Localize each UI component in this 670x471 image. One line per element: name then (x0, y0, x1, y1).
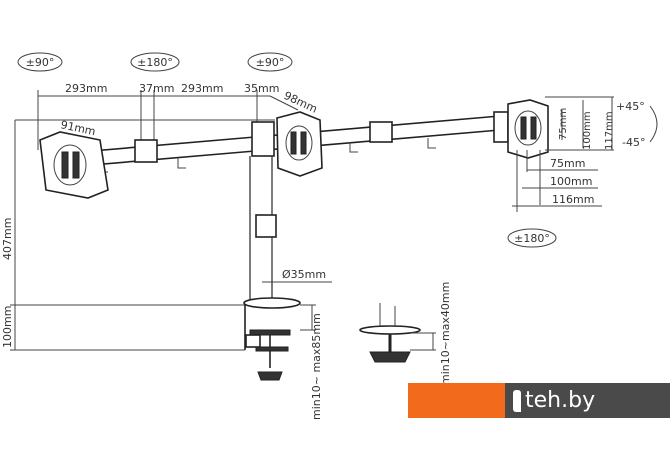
rotation-label: ±180° (137, 56, 173, 69)
monitor-plate-right (493, 99, 549, 159)
rotation-label: ±90° (256, 56, 285, 69)
dim-pole-offset: 35mm (244, 82, 279, 95)
dim-vesa-h100: 100mm (550, 175, 592, 188)
grommet-clamp: min10~max40mm (359, 282, 452, 385)
dim-desk: 100mm (1, 306, 14, 348)
dim-height: 407mm (1, 218, 14, 260)
watermark-one-shape (513, 389, 521, 412)
rotation-badge-left: ±90° (17, 52, 63, 72)
dim-plate-h116: 116mm (552, 193, 594, 206)
rotation-badge-center: ±90° (247, 52, 293, 72)
monitor-plate-center (276, 111, 323, 177)
dim-vesa-v75: 75mm (558, 108, 569, 140)
dim-pole-diameter: Ø35mm (282, 268, 326, 281)
vesa-dimensions: 75mm 100mm 117mm +45° -45° 75mm 100mm 11… (512, 96, 658, 212)
height-dimensions: 407mm 100mm (1, 119, 275, 351)
watermark-text: teh.by (525, 388, 596, 413)
watermark-orange-block (408, 383, 505, 418)
rotation-badge-arm: ±180° (130, 52, 180, 72)
dim-clamp-range: min10~ max85mm (310, 313, 323, 420)
tilt-down-label: -45° (622, 136, 645, 149)
watermark-banner: teh.by (408, 383, 670, 418)
dim-arm-right: 293mm (181, 82, 223, 95)
dim-plate-v117: 117mm (604, 111, 615, 150)
dim-arm-left: 293mm (65, 82, 107, 95)
dim-vesa-v100: 100mm (582, 111, 593, 150)
monitor-plate-left (39, 131, 109, 199)
dim-grommet-range: min10~max40mm (439, 282, 452, 385)
watermark-logo: teh.by (505, 383, 670, 418)
rotation-label: ±180° (514, 232, 550, 245)
dim-vesa-h75: 75mm (550, 157, 585, 170)
rotation-badge-bottom: ±180° (507, 228, 557, 248)
pole: Ø35mm (249, 156, 332, 300)
tilt-up-label: +45° (616, 100, 645, 113)
rotation-label: ±90° (26, 56, 55, 69)
dim-joint: 37mm (139, 82, 174, 95)
desk-clamp: min10~ max85mm (243, 297, 323, 420)
